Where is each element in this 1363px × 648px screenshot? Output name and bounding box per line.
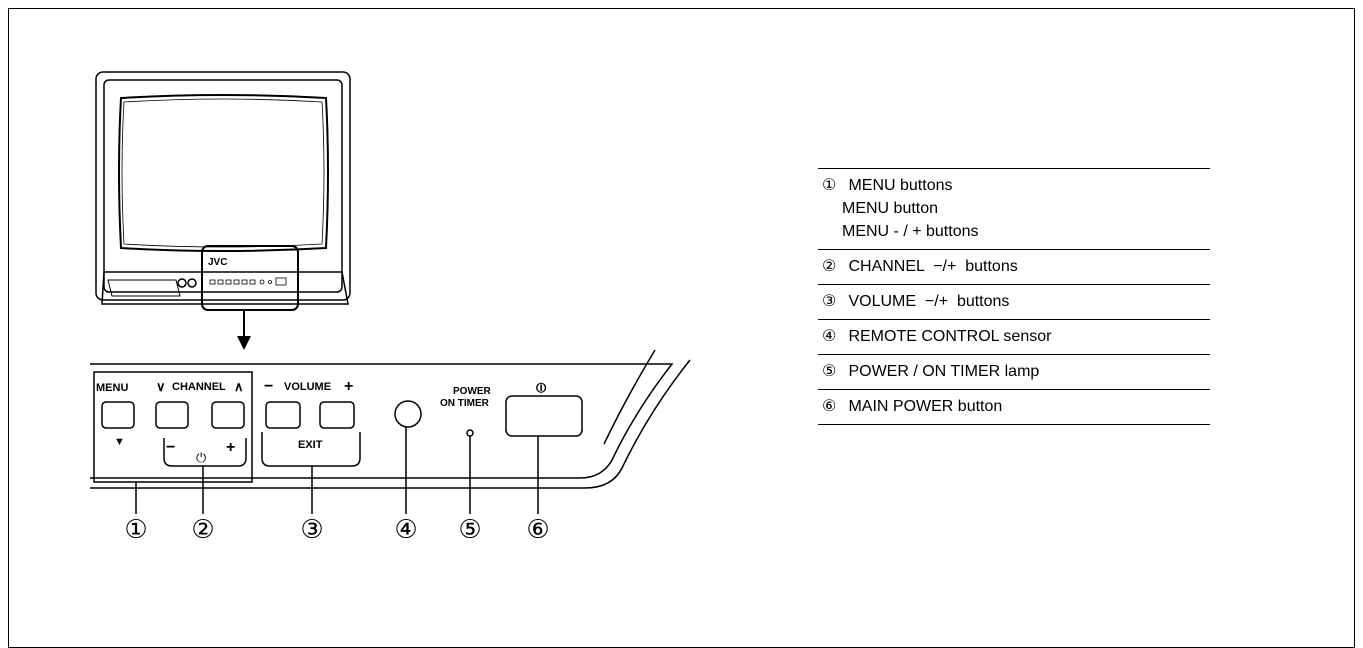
volume-label: VOLUME xyxy=(284,381,331,393)
legend-num: ④ xyxy=(822,328,837,345)
menu-group-box xyxy=(93,371,253,483)
channel-up-icon: ∧ xyxy=(234,379,244,394)
legend-row-5: ⑤ POWER / ON TIMER lamp xyxy=(818,354,1210,389)
power-lamp xyxy=(466,429,474,437)
brand-logo: JVC xyxy=(208,257,227,268)
callout-4: ④ xyxy=(394,515,417,545)
legend-row-1: ① MENU buttons MENU button MENU - / + bu… xyxy=(818,168,1210,249)
legend-num: ⑤ xyxy=(822,363,837,380)
legend-row-2: ② CHANNEL −/+ buttons xyxy=(818,249,1210,284)
legend-sub: MENU - / + buttons xyxy=(842,223,979,240)
channel-plus-label: + xyxy=(226,439,235,456)
standby-icon: ⏻ xyxy=(196,450,206,465)
power-label-line2: ON TIMER xyxy=(440,398,490,409)
callout-5: ⑤ xyxy=(458,515,481,545)
legend-label: CHANNEL −/+ buttons xyxy=(848,258,1018,275)
legend-num: ② xyxy=(822,258,837,275)
legend-row-4: ④ REMOTE CONTROL sensor xyxy=(818,319,1210,354)
volume-minus-label: − xyxy=(264,378,273,395)
main-power-icon: ⏼ xyxy=(536,380,547,395)
channel-down-icon: ∨ xyxy=(156,379,166,394)
legend-label: MENU buttons xyxy=(848,177,953,194)
callout-6: ⑥ xyxy=(526,515,549,545)
legend-sub: MENU button xyxy=(842,200,939,217)
legend-num: ① xyxy=(822,177,837,194)
channel-group-box xyxy=(163,438,247,467)
remote-sensor xyxy=(394,400,422,428)
power-label-line1: POWER xyxy=(453,386,492,397)
callout-1: ① xyxy=(124,515,147,545)
channel-up-button[interactable] xyxy=(211,401,245,429)
legend-label: REMOTE CONTROL sensor xyxy=(848,328,1052,345)
tv-diagram: JVC MENU ▼ ∨ CHANNEL ∧ − + ⏻ − VOLUME + xyxy=(90,71,691,545)
volume-plus-label: + xyxy=(344,378,353,395)
legend-label: VOLUME −/+ buttons xyxy=(848,293,1010,310)
channel-down-button[interactable] xyxy=(155,401,189,429)
tv-illustration xyxy=(95,71,351,311)
legend-row-6: ⑥ MAIN POWER button xyxy=(818,389,1210,425)
menu-button[interactable] xyxy=(101,401,135,429)
main-power-button[interactable] xyxy=(505,395,583,437)
legend-num: ⑥ xyxy=(822,398,837,415)
menu-label: MENU xyxy=(96,382,128,394)
menu-down-icon: ▼ xyxy=(114,436,125,448)
volume-up-button[interactable] xyxy=(319,401,355,429)
exit-label: EXIT xyxy=(298,439,323,451)
channel-label: CHANNEL xyxy=(172,381,226,393)
legend-label: MAIN POWER button xyxy=(848,398,1003,415)
legend-row-3: ③ VOLUME −/+ buttons xyxy=(818,284,1210,319)
volume-group-box xyxy=(261,432,361,467)
legend-table: ① MENU buttons MENU button MENU - / + bu… xyxy=(818,168,1210,425)
arrow-down-icon xyxy=(237,336,251,350)
callout-3: ③ xyxy=(300,515,323,545)
legend-num: ③ xyxy=(822,293,837,310)
callout-2: ② xyxy=(191,515,214,545)
panel-outline xyxy=(90,349,691,489)
volume-down-button[interactable] xyxy=(265,401,301,429)
legend-label: POWER / ON TIMER lamp xyxy=(848,363,1040,380)
channel-minus-label: − xyxy=(166,439,175,456)
